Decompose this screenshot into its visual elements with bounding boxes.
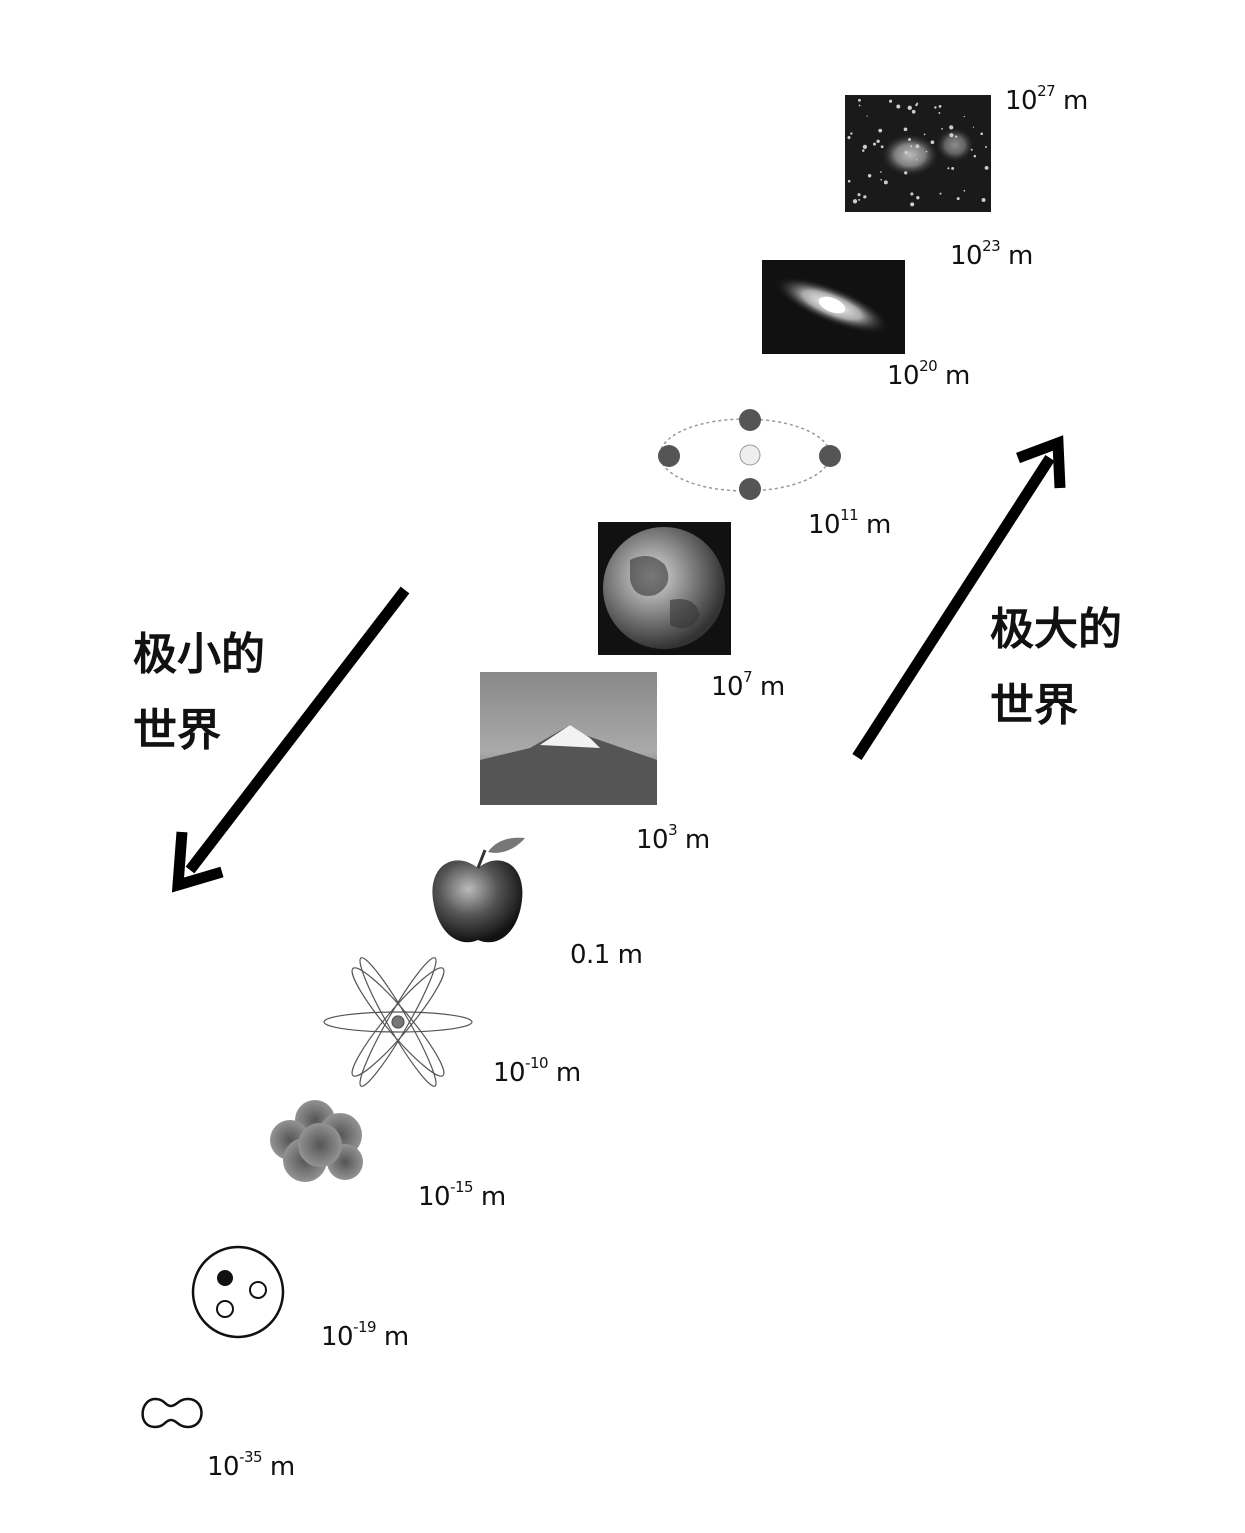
caption-large-line1: 极大的 xyxy=(990,604,1122,655)
star-dot xyxy=(916,196,920,200)
star-dot xyxy=(951,166,955,170)
star-dot xyxy=(956,197,960,201)
star-dot xyxy=(904,151,908,155)
star-dot xyxy=(915,103,918,107)
star-dot xyxy=(981,197,986,202)
scale-label-string: 10-35 m xyxy=(207,1448,295,1482)
apple-image xyxy=(432,837,525,943)
star-dot xyxy=(915,144,920,149)
star-dot xyxy=(911,109,916,114)
star-dot xyxy=(980,132,984,136)
star-dot xyxy=(852,199,858,204)
star-dot xyxy=(973,154,977,158)
solar-system-image xyxy=(658,409,841,500)
caption-large-world: 极大的 世界 xyxy=(990,592,1122,744)
star-dot xyxy=(876,139,880,143)
star-dot xyxy=(903,127,908,132)
caption-small-line1: 极小的 xyxy=(133,629,265,680)
star-dot xyxy=(889,99,893,103)
universe-image xyxy=(845,95,991,212)
scale-label-universe: 1027 m xyxy=(1005,82,1088,116)
star-dot xyxy=(939,192,942,195)
star-dot xyxy=(904,171,908,175)
star-dot xyxy=(970,148,973,151)
scale-label-proton: 10-19 m xyxy=(321,1318,409,1352)
star-dot xyxy=(908,138,911,141)
star-dot xyxy=(963,189,966,192)
star-dot xyxy=(863,195,867,199)
string-loop-image xyxy=(141,1397,203,1429)
atom-image xyxy=(323,957,473,1087)
star-dot xyxy=(915,158,918,161)
star-dot xyxy=(955,135,958,138)
caption-large-line2: 世界 xyxy=(990,680,1078,731)
star-dot xyxy=(857,193,861,197)
star-dot xyxy=(947,167,950,170)
proton-quarks-image xyxy=(191,1245,285,1339)
star-dot xyxy=(847,136,851,140)
star-dot xyxy=(896,104,901,109)
star-dot xyxy=(923,133,926,136)
star-dot xyxy=(907,105,912,111)
star-dot xyxy=(963,115,965,118)
scale-label-galaxy: 1020 m xyxy=(887,357,970,391)
star-dot xyxy=(862,144,868,149)
star-dot xyxy=(878,128,883,133)
star-dot xyxy=(941,128,943,130)
star-dot xyxy=(930,140,935,145)
scale-label-nucleus: 10-15 m xyxy=(418,1178,506,1212)
star-dot xyxy=(880,178,882,181)
nucleus-image xyxy=(270,1100,363,1182)
arrow-down-left-icon xyxy=(171,586,410,893)
arrow-up-right-icon xyxy=(852,435,1066,760)
galaxy-image xyxy=(762,260,905,354)
scale-label-galaxy-cluster: 1023 m xyxy=(950,237,1033,271)
scale-label-earth: 107 m xyxy=(711,668,785,702)
star-dot xyxy=(910,192,914,196)
scale-label-apple: 0.1 m xyxy=(570,940,643,970)
star-dot xyxy=(910,202,915,207)
caption-small-line2: 世界 xyxy=(133,705,221,756)
star-dot xyxy=(847,179,851,183)
star-dot xyxy=(880,171,882,173)
star-dot xyxy=(862,149,865,152)
mountain-image xyxy=(480,672,657,805)
star-dot xyxy=(934,106,937,109)
star-dot xyxy=(857,98,861,102)
star-dot xyxy=(949,133,954,138)
scale-label-mountain: 103 m xyxy=(636,821,710,855)
star-dot xyxy=(866,115,868,117)
star-dot xyxy=(858,104,861,107)
star-dot xyxy=(883,180,888,185)
star-dot xyxy=(867,174,872,178)
star-dot xyxy=(938,105,942,108)
caption-small-world: 极小的 世界 xyxy=(133,617,265,769)
star-dot xyxy=(872,142,876,146)
star-dot xyxy=(984,165,989,170)
earth-image xyxy=(598,522,731,655)
star-dot xyxy=(910,145,913,148)
star-dot xyxy=(985,146,987,148)
star-dot xyxy=(938,112,941,114)
star-dot xyxy=(858,198,861,201)
star-dot xyxy=(850,132,853,135)
scale-label-solar-system: 1011 m xyxy=(808,506,891,540)
scale-label-atom: 10-10 m xyxy=(493,1054,581,1088)
star-dot xyxy=(880,145,884,149)
star-dot xyxy=(925,150,928,153)
star-dot xyxy=(972,126,975,128)
star-dot xyxy=(949,125,954,130)
